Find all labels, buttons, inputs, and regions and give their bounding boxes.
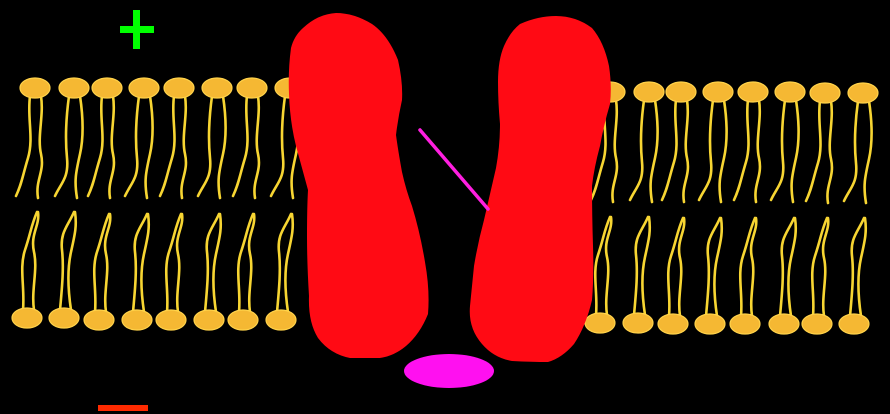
lipid-head xyxy=(623,313,653,333)
lipid-head xyxy=(703,82,733,102)
lipid-head xyxy=(156,310,186,330)
lipid-head xyxy=(769,314,799,334)
minus-sign-icon xyxy=(98,405,148,411)
lipid-head xyxy=(775,82,805,102)
lipid-head xyxy=(237,78,267,98)
lipid-head xyxy=(666,82,696,102)
lipid-head xyxy=(730,314,760,334)
lipid-head xyxy=(585,313,615,333)
lipid-head xyxy=(695,314,725,334)
lipid-head xyxy=(228,310,258,330)
lipid-head xyxy=(266,310,296,330)
lipid-head xyxy=(164,78,194,98)
lipid-head xyxy=(59,78,89,98)
lipid-head xyxy=(202,78,232,98)
lipid-head xyxy=(12,308,42,328)
inactivation-ball xyxy=(404,354,494,388)
lipid-head xyxy=(658,314,688,334)
lipid-head xyxy=(129,78,159,98)
lipid-head xyxy=(810,83,840,103)
lipid-head xyxy=(802,314,832,334)
lipid-head xyxy=(49,308,79,328)
lipid-head xyxy=(122,310,152,330)
lipid-head xyxy=(194,310,224,330)
lipid-head xyxy=(92,78,122,98)
lipid-head xyxy=(738,82,768,102)
lipid-head xyxy=(839,314,869,334)
lipid-head xyxy=(84,310,114,330)
lipid-head xyxy=(634,82,664,102)
lipid-head xyxy=(20,78,50,98)
lipid-head xyxy=(848,83,878,103)
